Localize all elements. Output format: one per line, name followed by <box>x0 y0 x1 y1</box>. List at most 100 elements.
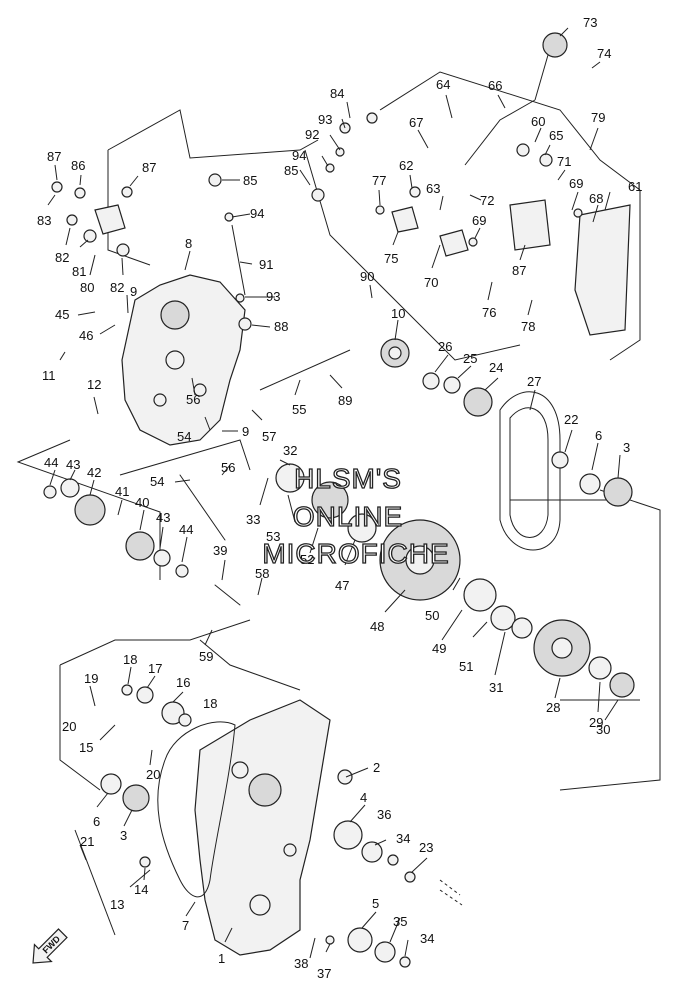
callout-23: 23 <box>419 840 433 855</box>
callout-18: 18 <box>203 696 217 711</box>
callout-65: 65 <box>549 128 563 143</box>
callout-63: 63 <box>426 181 440 196</box>
callout-79: 79 <box>591 110 605 125</box>
callout-21: 21 <box>80 834 94 849</box>
callout-48: 48 <box>370 619 384 634</box>
gasket-loop <box>157 721 236 898</box>
callout-39: 39 <box>213 543 227 558</box>
callout-33: 33 <box>246 512 260 527</box>
callout-86: 86 <box>71 158 85 173</box>
watermark-line-2: ONLINE <box>293 501 403 532</box>
callout-59: 59 <box>199 649 213 664</box>
callout-8: 8 <box>185 236 192 251</box>
callout-2: 2 <box>373 760 380 775</box>
lower-main-housing <box>194 699 331 956</box>
callout-30: 30 <box>596 722 610 737</box>
callout-69: 69 <box>569 176 583 191</box>
callout-92: 92 <box>305 127 319 142</box>
callout-7: 7 <box>182 918 189 933</box>
callout-46: 46 <box>79 328 93 343</box>
watermark-line-3: MICROFICHE <box>262 538 449 569</box>
callout-70: 70 <box>424 275 438 290</box>
callout-55: 55 <box>292 402 306 417</box>
callout-38: 38 <box>294 956 308 971</box>
callout-85: 85 <box>284 163 298 178</box>
callout-41: 41 <box>115 484 129 499</box>
callout-6: 6 <box>595 428 602 443</box>
callout-51: 51 <box>459 659 473 674</box>
callout-42: 42 <box>87 465 101 480</box>
callout-28: 28 <box>546 700 560 715</box>
callout-34: 34 <box>420 931 434 946</box>
callout-67: 67 <box>409 115 423 130</box>
callout-78: 78 <box>521 319 535 334</box>
callout-66: 66 <box>488 78 502 93</box>
callout-87: 87 <box>47 149 61 164</box>
callout-85: 85 <box>243 173 257 188</box>
callout-82: 82 <box>55 250 69 265</box>
callout-49: 49 <box>432 641 446 656</box>
callout-83: 83 <box>37 213 51 228</box>
callout-77: 77 <box>372 173 386 188</box>
callout-43: 43 <box>66 457 80 472</box>
drive-belt <box>499 391 561 551</box>
small-parts-upper-right <box>311 112 583 257</box>
callout-15: 15 <box>79 740 93 755</box>
callout-31: 31 <box>489 680 503 695</box>
callout-20: 20 <box>62 719 76 734</box>
callout-27: 27 <box>527 374 541 389</box>
callout-1: 1 <box>218 951 225 966</box>
callout-11: 11 <box>42 368 56 383</box>
callout-62: 62 <box>399 158 413 173</box>
callout-16: 16 <box>176 675 190 690</box>
callout-45: 45 <box>55 307 69 322</box>
callout-43: 43 <box>156 510 170 525</box>
callout-90: 90 <box>360 269 374 284</box>
shafts-and-rods <box>74 224 463 936</box>
callout-73: 73 <box>583 15 597 30</box>
callout-56: 56 <box>221 460 235 475</box>
callout-10: 10 <box>391 306 405 321</box>
watermark-line-1: HLSM'S <box>294 463 402 494</box>
callout-14: 14 <box>134 882 148 897</box>
callout-3: 3 <box>623 440 630 455</box>
watermark: HLSM'S ONLINE MICROFICHE <box>262 462 450 569</box>
callout-53: 53 <box>266 529 280 544</box>
callout-81: 81 <box>72 264 86 279</box>
callout-87: 87 <box>142 160 156 175</box>
callout-47: 47 <box>335 578 349 593</box>
callout-64: 64 <box>436 77 450 92</box>
callout-68: 68 <box>589 191 603 206</box>
callout-94: 94 <box>292 148 306 163</box>
small-parts-upper-left <box>51 173 252 331</box>
callout-56: 56 <box>186 392 200 407</box>
callout-69: 69 <box>472 213 486 228</box>
callout-17: 17 <box>148 661 162 676</box>
callout-22: 22 <box>564 412 578 427</box>
callout-4: 4 <box>360 790 367 805</box>
callout-93: 93 <box>266 289 280 304</box>
callout-52: 52 <box>300 552 314 567</box>
callout-24: 24 <box>489 360 503 375</box>
callout-91: 91 <box>259 257 273 272</box>
callout-71: 71 <box>557 154 571 169</box>
callout-57: 57 <box>262 429 276 444</box>
callout-6: 6 <box>93 814 100 829</box>
callout-54: 54 <box>177 429 191 444</box>
callout-40: 40 <box>135 495 149 510</box>
callout-26: 26 <box>438 339 452 354</box>
callout-72: 72 <box>480 193 494 208</box>
upper-cover-housing <box>121 274 246 446</box>
shift-lever-assembly <box>464 32 631 336</box>
leader-lines <box>47 27 621 959</box>
callout-93: 93 <box>318 112 332 127</box>
callout-75: 75 <box>384 251 398 266</box>
callout-25: 25 <box>463 351 477 366</box>
callout-35: 35 <box>393 914 407 929</box>
callout-36: 36 <box>377 807 391 822</box>
callout-54: 54 <box>150 474 164 489</box>
callout-44: 44 <box>179 522 193 537</box>
callout-37: 37 <box>317 966 331 981</box>
callout-76: 76 <box>482 305 496 320</box>
